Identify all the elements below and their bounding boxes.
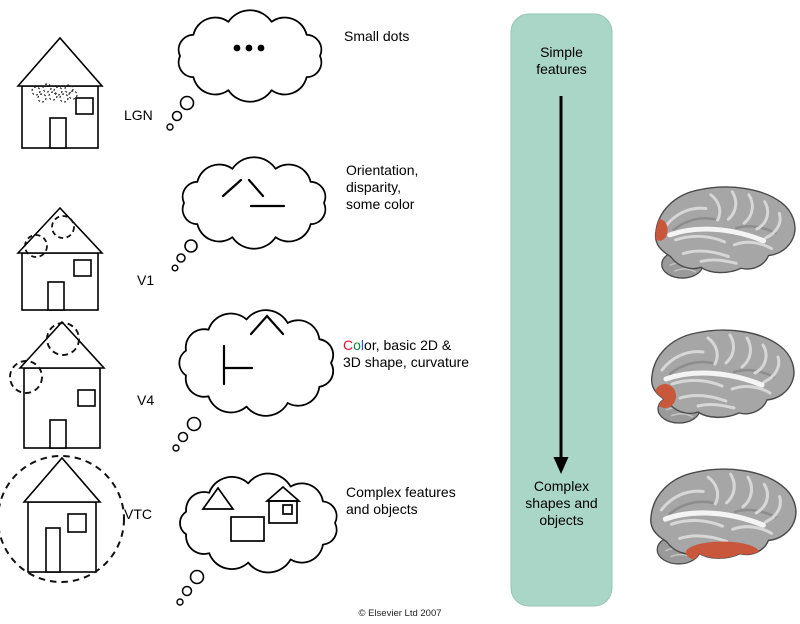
receptive-field-circles (24, 215, 75, 258)
thought-cloud-lgn (166, 9, 323, 131)
feature-line: 3D shape, curvature (343, 354, 470, 370)
cloud-tail-bubble (189, 569, 205, 585)
cloud-outline (179, 472, 338, 574)
region-label-v1: V1 (137, 272, 155, 288)
basic-shape-lines-icon (222, 314, 285, 386)
cloud-tail-bubble (172, 444, 180, 452)
flow-top-label: Simple features (511, 44, 612, 78)
house-window (77, 389, 96, 407)
house-door (45, 527, 61, 573)
cloud-tail-bubble (186, 416, 202, 432)
feature-line: some color (346, 196, 415, 212)
small-dots-icon (233, 44, 265, 52)
brain-v1 (652, 187, 795, 278)
cloud-outline (177, 9, 323, 103)
house-window (75, 97, 94, 115)
cloud-tail-bubble (179, 95, 195, 111)
cloud-tail-bubble (171, 264, 179, 272)
feature-line: Orientation, (346, 162, 419, 178)
brain-vtc (651, 469, 796, 564)
flow-bottom-label: Complex shapes and objects (511, 478, 612, 529)
house-vtc (0, 455, 125, 583)
house-roof (22, 456, 102, 503)
feature-line: Color, basic 2D & (343, 337, 469, 354)
cloud-tail-bubble (176, 598, 184, 606)
flow-bottom-line: Complex (533, 478, 590, 494)
cloud-tail-bubble (171, 110, 183, 122)
house-v4 (9, 320, 106, 449)
brain-highlight-v1 (655, 219, 668, 241)
copyright-text: © Elsevier Ltd 2007 (358, 608, 442, 619)
house-roof (18, 320, 106, 369)
triangle-icon (201, 486, 235, 510)
feature-line: Complex features (346, 484, 456, 500)
cloud-tail-bubble (181, 585, 193, 597)
house-door (47, 281, 65, 311)
house-door (49, 117, 67, 149)
cloud-outline (178, 309, 335, 417)
thought-cloud-vtc (176, 472, 338, 606)
cloud-tail-bubble (184, 239, 198, 253)
flow-bottom-line: shapes and (525, 495, 598, 511)
feature-text-v4: Color, basic 2D & 3D shape, curvature (343, 337, 469, 371)
feature-line-rest: , basic 2D & (375, 337, 452, 353)
house-roof (16, 206, 104, 254)
receptive-field-dots (31, 83, 78, 103)
feature-text-v1: Orientation, disparity, some color (346, 162, 418, 213)
region-label-v4: V4 (137, 392, 155, 408)
orientation-lines-icon (221, 178, 286, 208)
mini-house-icon (264, 485, 302, 524)
receptive-field-circles (9, 322, 80, 394)
cloud-outline (181, 156, 327, 250)
feature-text-lgn: Small dots (344, 28, 409, 45)
flow-top-line: Simple (540, 44, 583, 60)
rectangle-icon (230, 516, 265, 542)
house-wall (27, 501, 97, 573)
house-window (67, 513, 87, 533)
flow-top-line: features (536, 61, 587, 77)
thought-cloud-v1 (171, 156, 327, 272)
house-window (73, 259, 92, 277)
thought-cloud-v4 (172, 309, 335, 452)
flow-arrow-icon (553, 96, 569, 474)
house-roof (16, 36, 104, 87)
flow-bottom-line: objects (539, 512, 584, 528)
color-word: Color (343, 337, 376, 353)
house-v1 (16, 206, 104, 311)
house-lgn (16, 36, 104, 149)
region-label-lgn: LGN (124, 107, 153, 123)
cloud-tail-bubble (166, 123, 174, 131)
feature-text-vtc: Complex features and objects (346, 484, 456, 518)
feature-line: Small dots (344, 28, 410, 44)
brain-highlight-vtc (685, 541, 760, 564)
receptive-field-circle (0, 455, 125, 583)
brain-v4 (652, 330, 794, 423)
feature-line: disparity, (346, 179, 401, 195)
cloud-tail-bubble (176, 253, 186, 263)
house-door (49, 419, 67, 449)
region-label-vtc: VTC (124, 506, 152, 522)
object-shapes-icon (201, 485, 302, 542)
brain-highlight-v4 (654, 384, 676, 408)
cloud-tail-bubble (177, 431, 189, 443)
feature-line: and objects (346, 501, 418, 517)
